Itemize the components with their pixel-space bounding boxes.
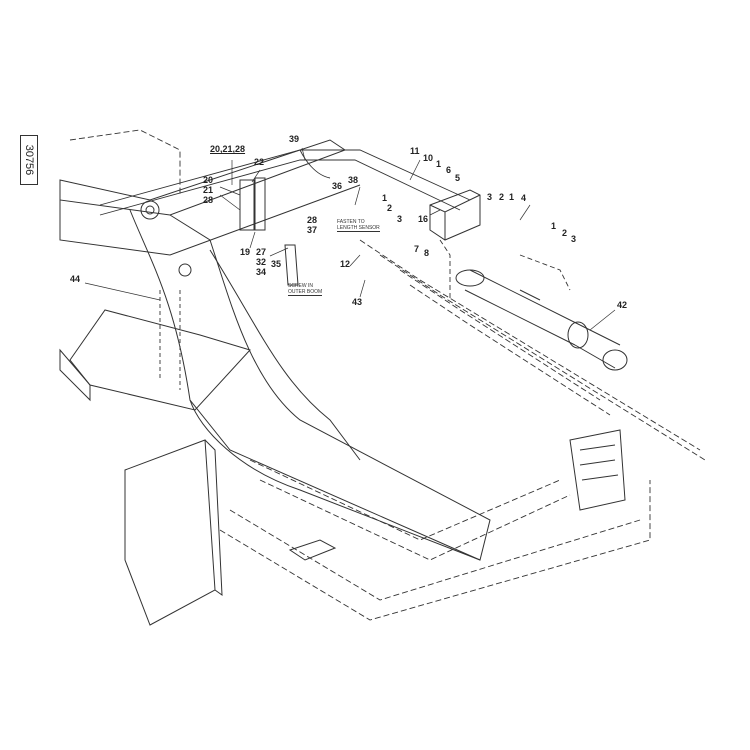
- callout-1: 1: [382, 193, 388, 203]
- callout-10: 10: [423, 153, 434, 163]
- callout-22: 22: [254, 157, 265, 167]
- callout-32: 32: [256, 257, 267, 267]
- callout-37: 37: [307, 225, 318, 235]
- note-line: LENGTH SENSOR: [337, 225, 380, 231]
- callout-8: 8: [424, 248, 430, 258]
- note-line: SCREW IN: [288, 283, 313, 289]
- callout-36: 36: [332, 181, 343, 191]
- callout-5: 5: [455, 173, 461, 183]
- callout-6: 6: [446, 165, 452, 175]
- callout-27: 27: [256, 247, 267, 257]
- callout-3: 3: [397, 214, 403, 224]
- hydraulic-cylinder: [455, 269, 628, 371]
- note-outer-boom: SCREW IN OUTER BOOM: [288, 283, 323, 296]
- callout-1: 1: [551, 221, 557, 231]
- callout-2: 2: [387, 203, 393, 213]
- callout-28: 28: [203, 195, 214, 205]
- callout-42: 42: [617, 300, 628, 310]
- callout-19: 19: [240, 247, 251, 257]
- callout-20: 20: [203, 175, 214, 185]
- callout-3: 3: [571, 234, 577, 244]
- callout-20-21-28: 20,21,28: [210, 144, 246, 154]
- callout-28: 28: [307, 215, 318, 225]
- callout-38: 38: [348, 175, 359, 185]
- callout-35: 35: [271, 259, 282, 269]
- callout-34: 34: [256, 267, 267, 277]
- callout-21: 21: [203, 185, 214, 195]
- boom-frame: [59, 139, 491, 626]
- drawing-number-box: 30756: [20, 135, 38, 185]
- callout-43: 43: [352, 297, 363, 307]
- callout-7: 7: [414, 244, 420, 254]
- note-line: OUTER BOOM: [288, 289, 323, 295]
- callout-39: 39: [289, 134, 300, 144]
- control-valve: [569, 429, 626, 511]
- callout-4: 4: [521, 193, 527, 203]
- callout-44: 44: [70, 274, 81, 284]
- note-length-sensor: FASTEN TO LENGTH SENSOR: [337, 219, 380, 232]
- callout-11: 11: [410, 146, 420, 156]
- callout-1: 1: [509, 192, 515, 202]
- callout-2: 2: [562, 228, 568, 238]
- note-line: FASTEN TO: [337, 219, 365, 225]
- hydraulic-lines: [69, 129, 706, 621]
- callout-16: 16: [418, 214, 429, 224]
- callout-12: 12: [340, 259, 351, 269]
- callout-2: 2: [499, 192, 505, 202]
- valve-block: [239, 177, 481, 286]
- leader-lines: [84, 147, 616, 331]
- callout-3: 3: [487, 192, 493, 202]
- callout-1: 1: [436, 159, 442, 169]
